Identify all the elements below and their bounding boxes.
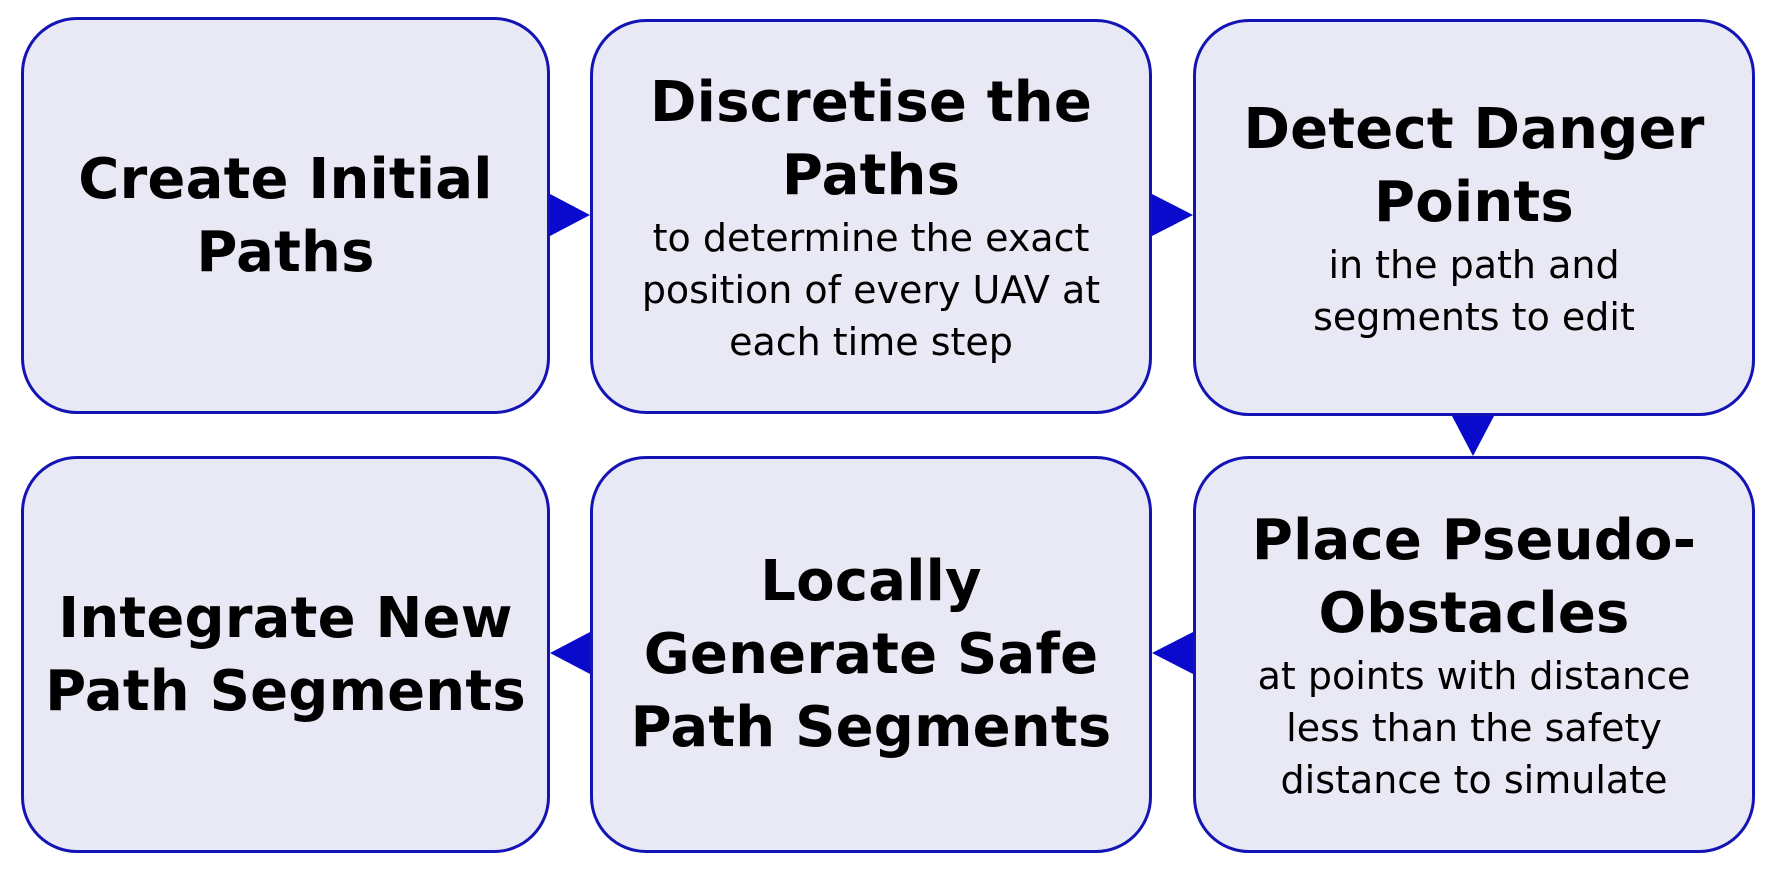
arrow-left-icon (1152, 632, 1193, 674)
step-title: Detect Danger Points (1243, 96, 1705, 235)
step-integrate-segments: Integrate New Path Segments (21, 456, 550, 853)
arrow-left-icon (550, 632, 590, 674)
step-title: Locally Generate Safe Path Segments (630, 549, 1112, 760)
step-discretise-paths: Discretise the Paths to determine the ex… (590, 19, 1152, 414)
step-description: in the path and segments to edit (1313, 242, 1635, 339)
arrow-down-icon (1452, 416, 1494, 456)
step-title: Integrate New Path Segments (45, 585, 526, 724)
step-generate-safe-segments: Locally Generate Safe Path Segments (590, 456, 1152, 853)
step-create-initial-paths: Create Initial Paths (21, 17, 550, 414)
step-title: Discretise the Paths (650, 69, 1092, 208)
arrow-right-icon (550, 194, 590, 236)
step-description: to determine the exact position of every… (641, 215, 1101, 364)
arrow-right-icon (1152, 194, 1193, 236)
step-detect-danger-points: Detect Danger Points in the path and seg… (1193, 19, 1755, 416)
step-place-pseudo-obstacles: Place Pseudo- Obstacles at points with d… (1193, 456, 1755, 853)
step-title: Place Pseudo- Obstacles (1251, 507, 1697, 646)
step-description: at points with distance less than the sa… (1257, 653, 1691, 802)
step-title: Create Initial Paths (78, 146, 493, 285)
